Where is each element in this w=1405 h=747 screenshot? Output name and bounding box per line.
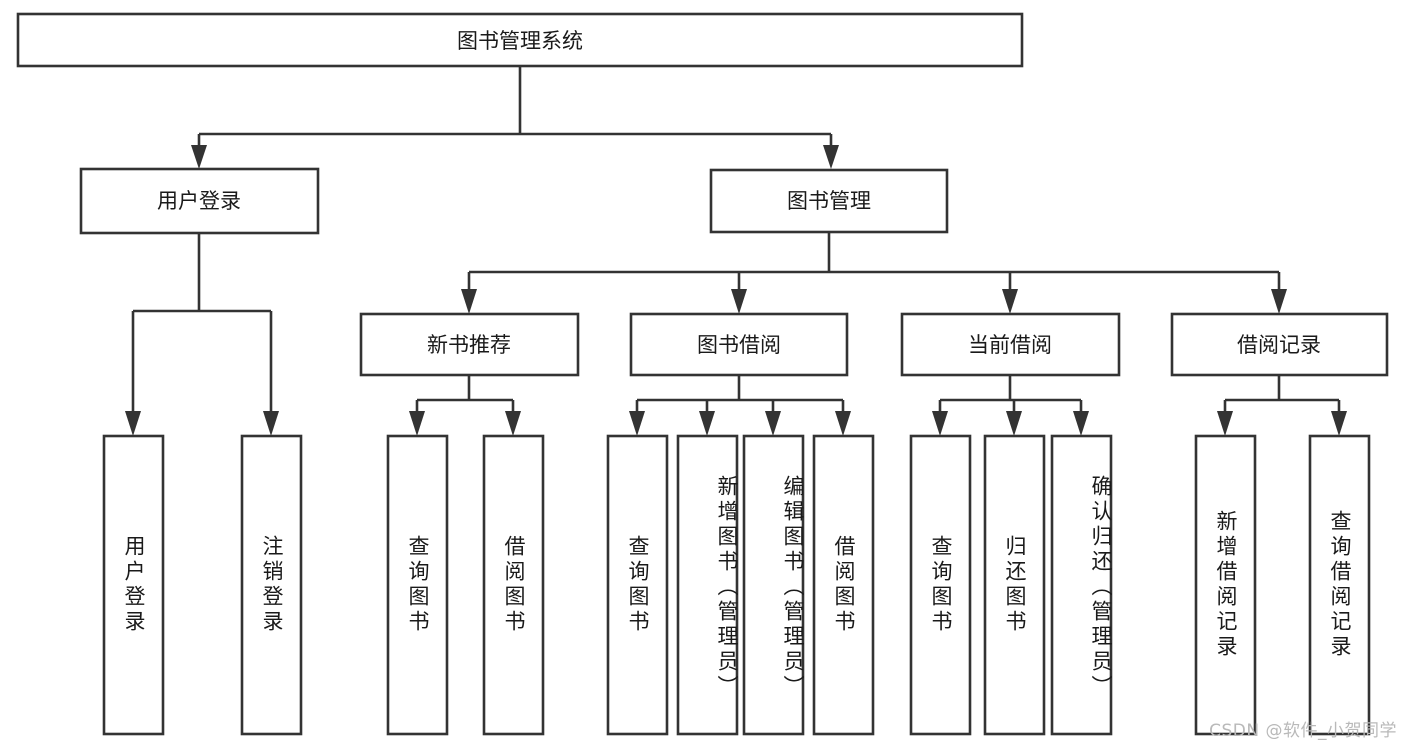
node-book-manage-box[interactable] bbox=[709, 168, 949, 234]
arrow-head-leaf-logout-login bbox=[263, 411, 279, 436]
arrow-head-leaf-confirm-return bbox=[1073, 411, 1089, 436]
arrow-head-leaf-user-login bbox=[125, 411, 141, 436]
node-current-borrow-label: 当前借阅 bbox=[968, 333, 1052, 357]
arrow-head-book-borrow bbox=[731, 289, 747, 314]
arrow-head-leaf-borrow-book-2 bbox=[835, 411, 851, 436]
node-book-borrow-label: 图书借阅 bbox=[697, 333, 781, 357]
arrow-head-current-borrow bbox=[1002, 289, 1018, 314]
arrow-head-book-manage bbox=[823, 145, 839, 169]
node-current-borrow-box[interactable] bbox=[900, 312, 1121, 377]
arrow-head-leaf-query-book-3 bbox=[932, 411, 948, 436]
node-leaf-query-record-box[interactable] bbox=[1308, 434, 1371, 736]
node-root-box[interactable] bbox=[16, 12, 1024, 68]
node-leaf-edit-book-box[interactable] bbox=[742, 434, 805, 736]
arrow-head-leaf-add-book bbox=[699, 411, 715, 436]
node-leaf-return-book-box[interactable] bbox=[983, 434, 1046, 736]
connector-layer bbox=[125, 66, 1347, 436]
arrow-head-user-login bbox=[191, 145, 207, 169]
node-leaf-add-record-box[interactable] bbox=[1194, 434, 1257, 736]
csdn-watermark: CSDN @软件_小贺同学 bbox=[1209, 721, 1397, 741]
node-borrow-record-box[interactable] bbox=[1170, 312, 1389, 377]
node-leaf-query-book-2-box[interactable] bbox=[606, 434, 669, 736]
node-leaf-borrow-book-1-box[interactable] bbox=[482, 434, 545, 736]
node-leaf-confirm-return-box[interactable] bbox=[1050, 434, 1113, 736]
arrow-head-leaf-borrow-book-1 bbox=[505, 411, 521, 436]
arrow-head-new-book-rec bbox=[461, 289, 477, 314]
node-root-label: 图书管理系统 bbox=[457, 29, 583, 53]
node-user-login-box[interactable] bbox=[79, 167, 320, 235]
node-new-book-rec-label: 新书推荐 bbox=[427, 333, 511, 357]
node-leaf-borrow-book-2-box[interactable] bbox=[812, 434, 875, 736]
arrow-head-leaf-query-book-2 bbox=[629, 411, 645, 436]
node-leaf-query-book-1-box[interactable] bbox=[386, 434, 449, 736]
arrow-head-borrow-record bbox=[1271, 289, 1287, 314]
arrow-head-leaf-query-record bbox=[1331, 411, 1347, 436]
node-layer: 图书管理系统 用户登录 图书管理 新书推荐 图书借阅 当前借阅 借阅记录 bbox=[16, 12, 1389, 736]
arrow-head-leaf-edit-book bbox=[765, 411, 781, 436]
arrow-head-leaf-query-book-1 bbox=[409, 411, 425, 436]
node-leaf-user-login-box[interactable] bbox=[102, 434, 165, 736]
node-leaf-add-book-box[interactable] bbox=[676, 434, 739, 736]
node-leaf-logout-login-box[interactable] bbox=[240, 434, 303, 736]
node-leaf-query-book-3-box[interactable] bbox=[909, 434, 972, 736]
arrow-head-leaf-add-record bbox=[1217, 411, 1233, 436]
node-user-login-label: 用户登录 bbox=[157, 189, 241, 213]
arrow-head-leaf-return-book bbox=[1006, 411, 1022, 436]
node-new-book-rec-box[interactable] bbox=[359, 312, 580, 377]
node-book-borrow-box[interactable] bbox=[629, 312, 849, 377]
node-book-manage-label: 图书管理 bbox=[787, 189, 871, 213]
node-borrow-record-label: 借阅记录 bbox=[1237, 333, 1321, 357]
